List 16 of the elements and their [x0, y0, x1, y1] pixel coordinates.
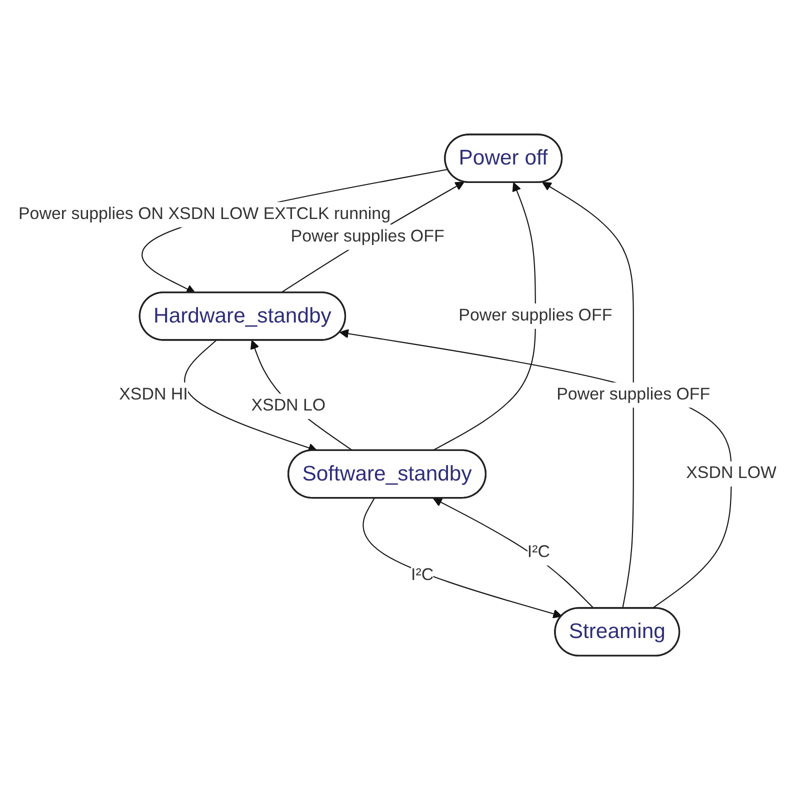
arrow: [542, 182, 634, 610]
edge-label: XSDN LOW: [686, 464, 777, 483]
arrow: [432, 498, 594, 610]
edge-label: XSDN LO: [251, 397, 326, 416]
edge-label: Power supplies OFF: [290, 228, 444, 246]
arrow: [362, 498, 562, 619]
edge-label: I²C: [411, 566, 434, 585]
arrow: [250, 340, 354, 452]
arrow: [432, 182, 536, 452]
edge-label: I²C: [527, 544, 550, 562]
edge-label: Power supplies OFF: [458, 307, 612, 326]
edge-label: Power supplies ON XSDN LOW EXTCLK running: [18, 206, 391, 224]
arrow: [280, 182, 464, 294]
edge-label: Power supplies OFF: [556, 386, 710, 404]
edge-label: XSDN HI: [119, 386, 188, 404]
arrow: [142, 169, 448, 294]
